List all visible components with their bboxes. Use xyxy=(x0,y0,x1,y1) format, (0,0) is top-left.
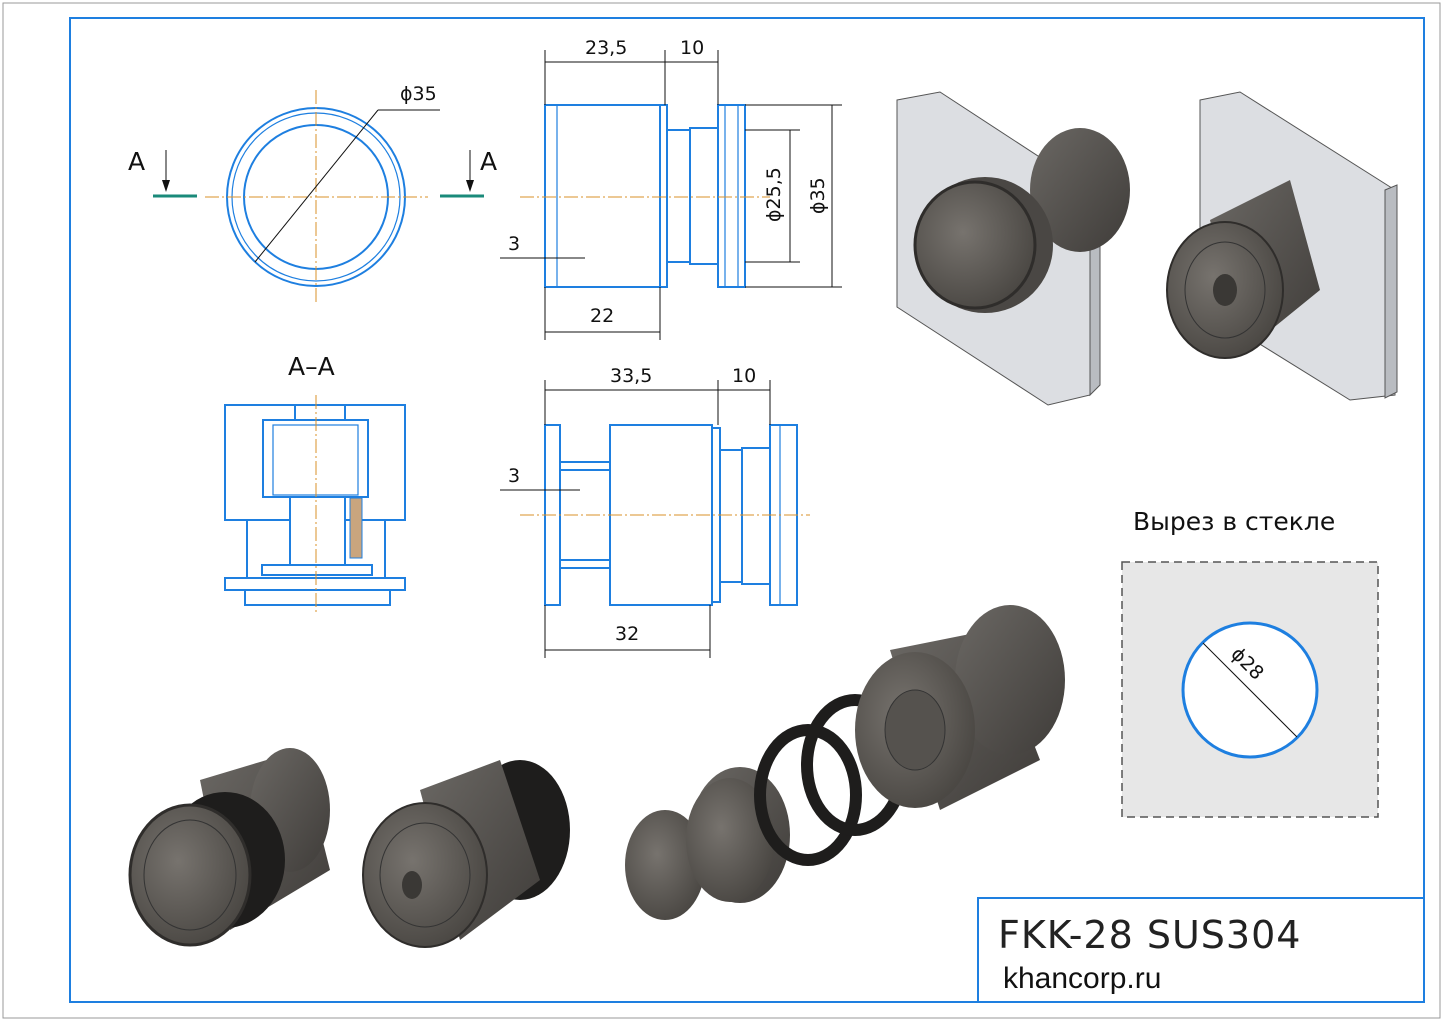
dim-32: 32 xyxy=(615,623,639,645)
section-title: A–A xyxy=(288,352,335,381)
dim-22: 22 xyxy=(590,305,614,327)
glass-cutout-title: Вырез в стекле xyxy=(1133,507,1335,536)
dim-23-5: 23,5 xyxy=(585,37,627,59)
title-block: FKK-28 SUS304 khancorp.ru xyxy=(977,897,1425,1003)
dim-10-top: 10 xyxy=(680,37,704,59)
dim-diameter-35: ϕ35 xyxy=(807,177,829,214)
render-exploded xyxy=(625,605,1065,920)
section-mark-right: A xyxy=(480,147,497,176)
website: khancorp.ru xyxy=(1003,962,1161,995)
dim-3-top: 3 xyxy=(508,233,520,255)
render-assembled-back xyxy=(362,760,570,948)
iso-view-back xyxy=(1166,91,1398,401)
render-assembled-front xyxy=(128,748,330,947)
front-view: ϕ35 A A xyxy=(128,83,497,305)
section-mark-left: A xyxy=(128,147,145,176)
drawing-frame xyxy=(69,17,1425,1003)
side-view-2: 33,5 10 3 32 xyxy=(500,365,810,658)
section-view: A–A xyxy=(224,352,406,612)
iso-view-front xyxy=(896,91,1130,406)
model-name: FKK-28 SUS304 xyxy=(998,913,1301,957)
dim-diameter-25-5: ϕ25,5 xyxy=(763,167,785,222)
dim-10-bottom: 10 xyxy=(732,365,756,387)
glass-cutout: Вырез в стекле ϕ28 xyxy=(1121,507,1379,818)
dim-3-bottom: 3 xyxy=(508,465,520,487)
side-view-1: 23,5 10 ϕ25,5 ϕ35 3 22 xyxy=(500,37,842,340)
front-diameter-label: ϕ35 xyxy=(400,83,437,105)
dim-33-5: 33,5 xyxy=(610,365,652,387)
